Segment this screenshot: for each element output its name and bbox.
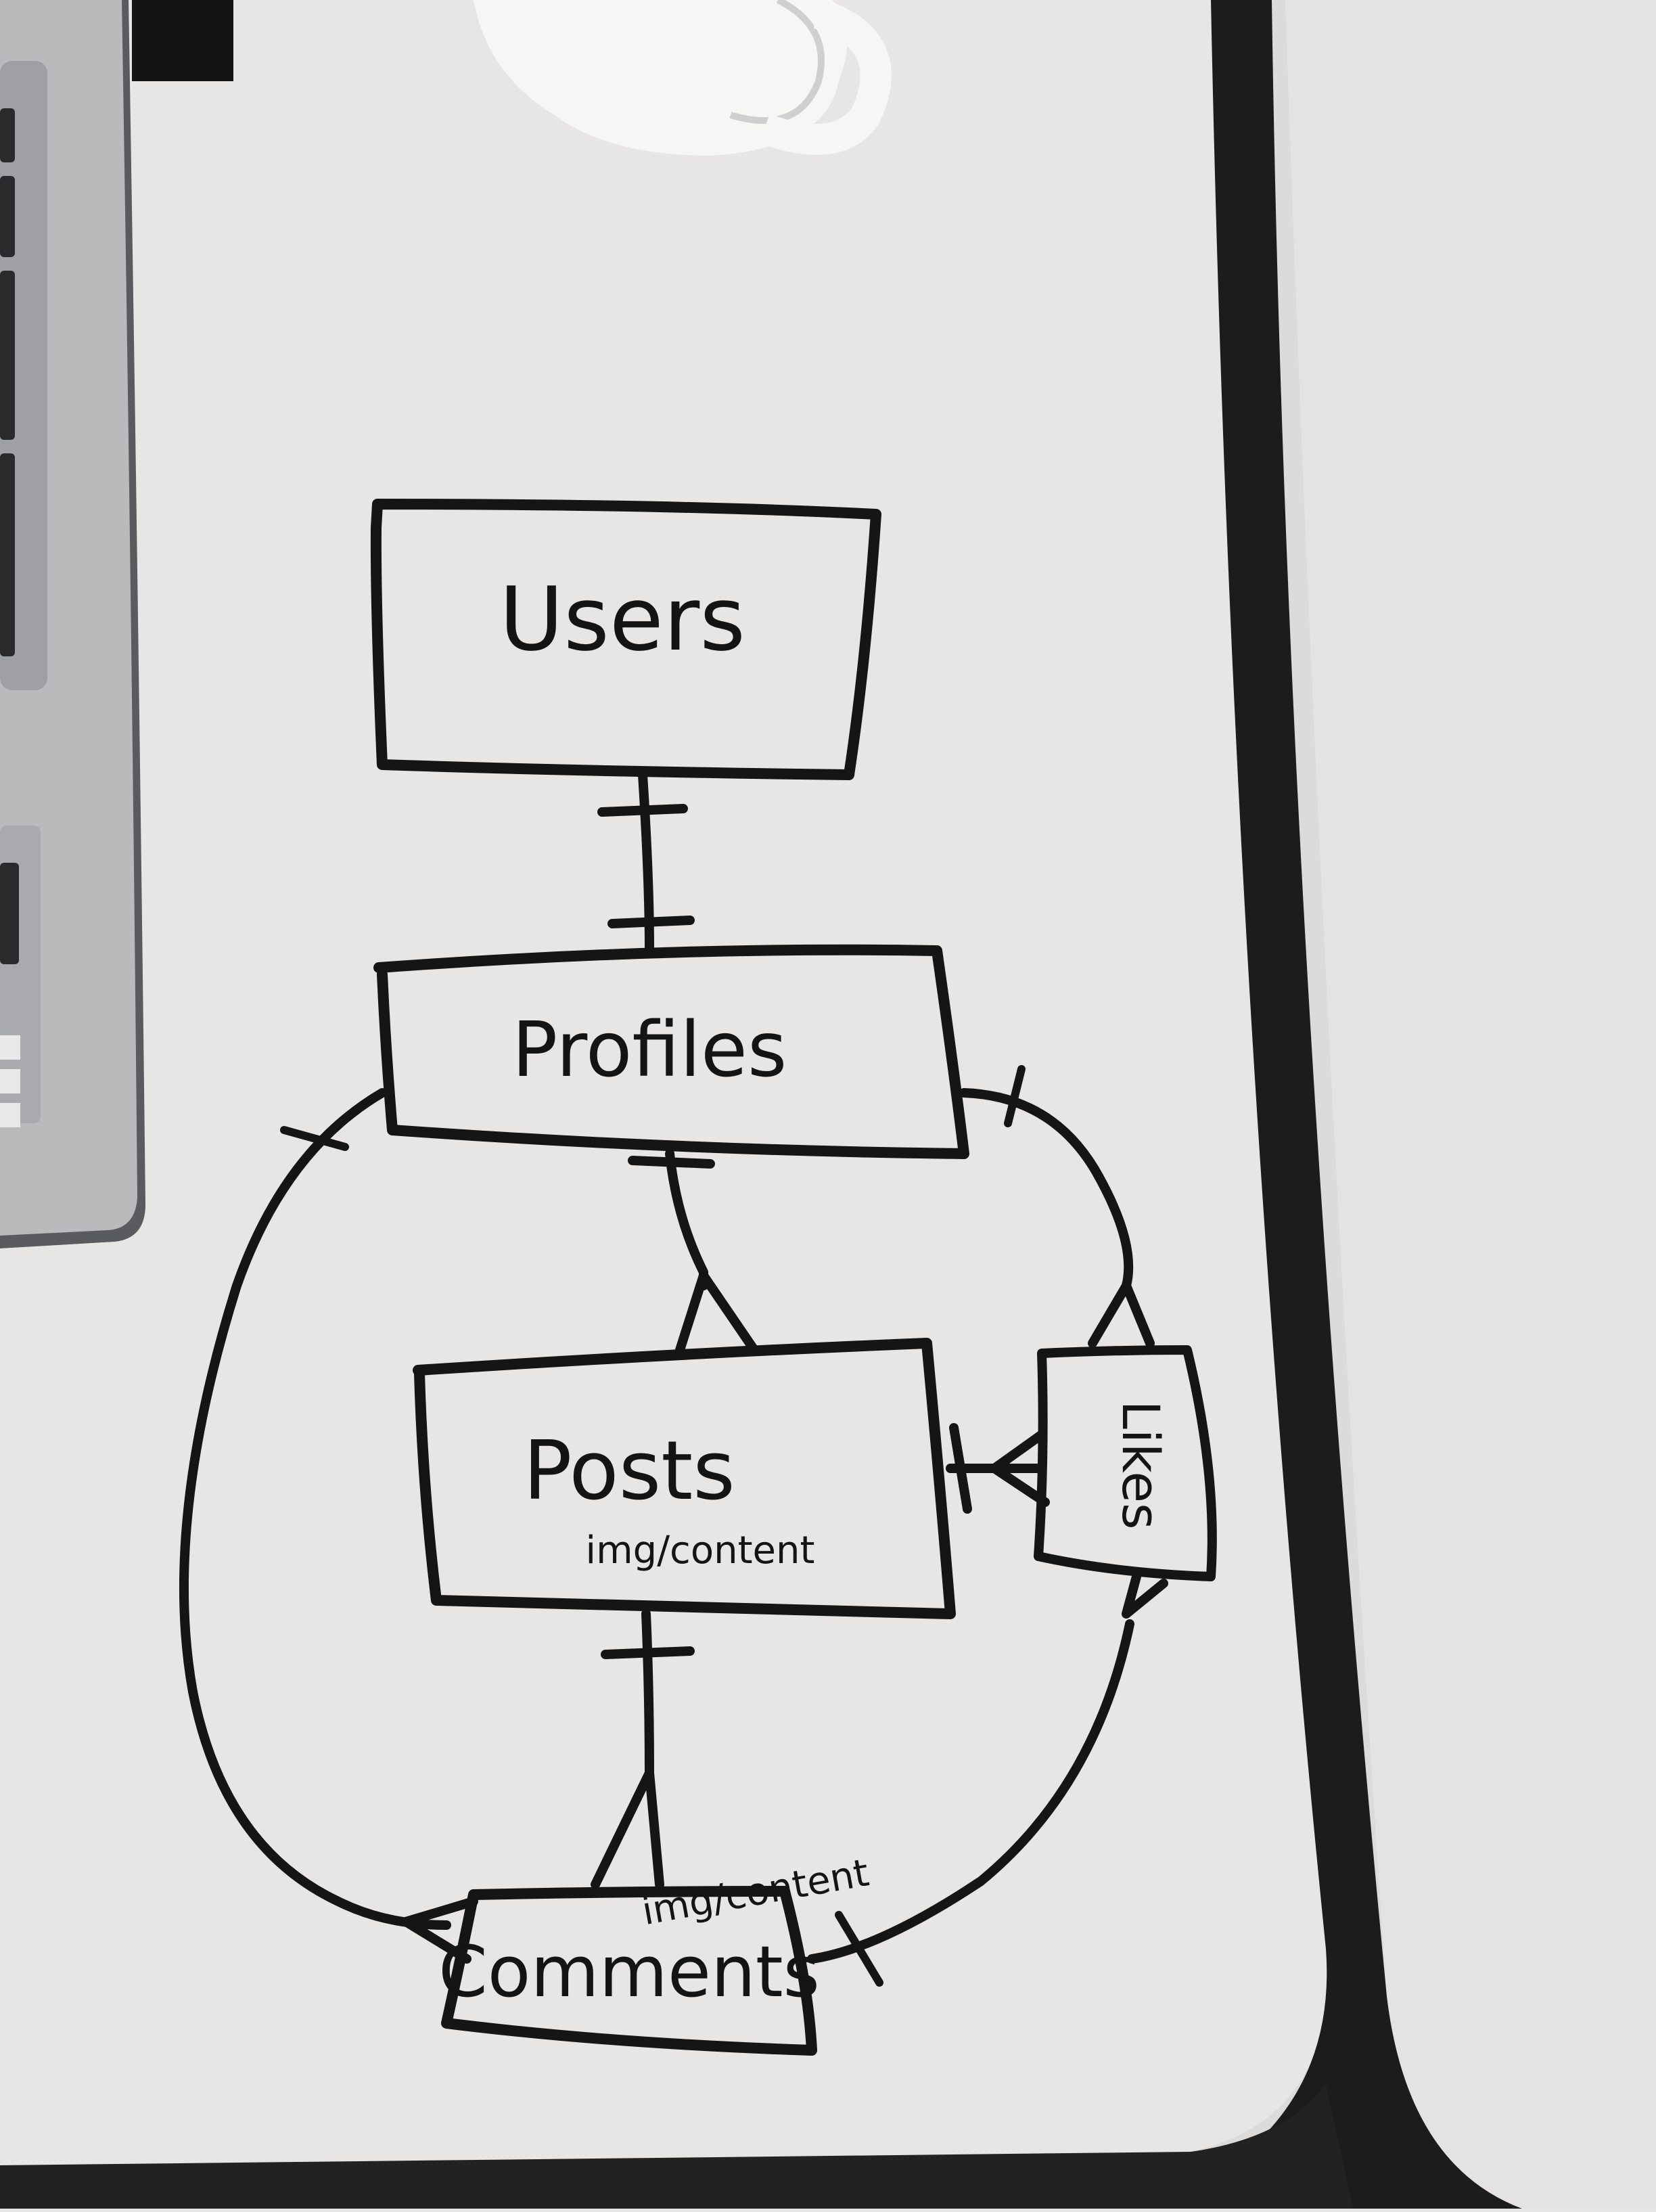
connector-line (638, 770, 654, 952)
many-marker (675, 1271, 759, 1355)
many-marker (1122, 1572, 1168, 1619)
entity-comments-box (441, 1886, 817, 2056)
entity-likes: Likes (1034, 1345, 1217, 1581)
relationship-posts-comments (591, 1609, 695, 1889)
entity-likes-box (1034, 1345, 1217, 1581)
entity-users: Users (370, 499, 881, 780)
entity-posts-attribute: img/content (586, 1529, 815, 1573)
connector-line (807, 1619, 1134, 1964)
entity-profiles-label: Profiles (512, 1006, 787, 1094)
diagram-relationships (179, 770, 1168, 1987)
one-marker (280, 1126, 349, 1151)
one-marker (1004, 1065, 1026, 1127)
diagram-entities: Users Profiles Posts img/content Likes C… (370, 499, 1217, 2056)
connector-line (641, 1609, 654, 1778)
one-marker (835, 1911, 883, 1987)
entity-posts: Posts img/content (413, 1338, 956, 1619)
relationship-profiles-comments (179, 1088, 478, 1964)
entity-users-label: Users (499, 568, 745, 671)
entity-posts-label: Posts (523, 1424, 735, 1518)
one-marker (628, 1156, 715, 1169)
second-whiteboard (1285, 0, 1656, 2209)
laptop (0, 0, 233, 1248)
board-frame (1150, 0, 1522, 2209)
entity-profiles: Profiles (373, 944, 969, 1159)
relationship-profiles-likes (959, 1065, 1155, 1348)
many-marker (591, 1768, 664, 1889)
connector-line (179, 1088, 451, 1930)
one-marker (597, 804, 688, 817)
relationship-likes-comments (807, 1572, 1168, 1987)
entity-posts-box (413, 1338, 956, 1619)
many-marker (401, 1897, 478, 1964)
board-bottom-edge (0, 2084, 1353, 2209)
relationship-profiles-posts (628, 1149, 759, 1355)
one-marker (601, 1646, 695, 1659)
entity-users-box (370, 499, 881, 780)
coffee-mug (474, 0, 892, 156)
entity-likes-label: Likes (1111, 1400, 1171, 1529)
relationship-users-profiles (597, 770, 695, 952)
whiteboard-surface (0, 0, 1327, 2179)
entity-comments-label: Comments (438, 1931, 820, 2013)
entity-profiles-box (373, 944, 969, 1159)
many-marker (990, 1430, 1050, 1507)
one-marker (607, 916, 695, 928)
many-marker (1088, 1281, 1155, 1348)
connector-line (665, 1149, 708, 1290)
relationship-posts-likes (946, 1423, 1050, 1514)
one-marker (949, 1423, 972, 1514)
